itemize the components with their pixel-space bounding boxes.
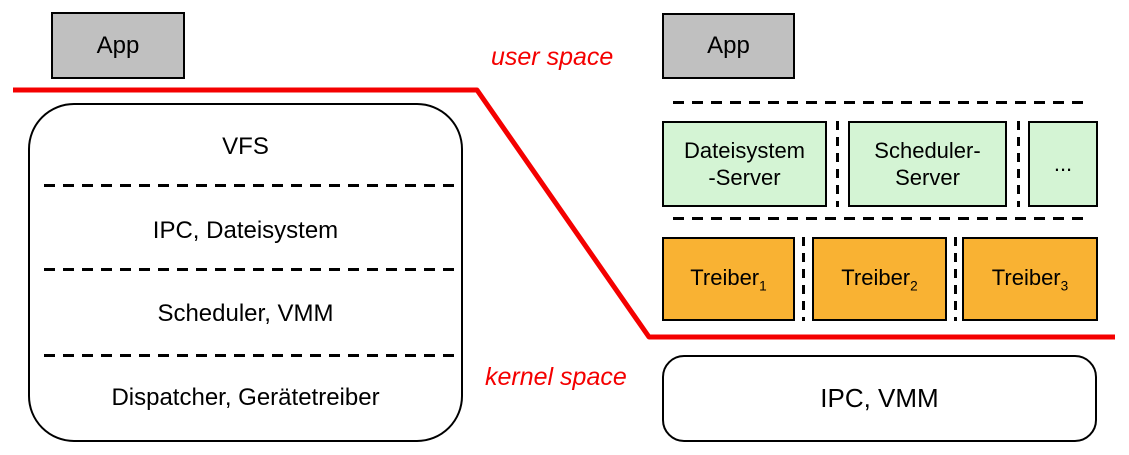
monolithic-kernel-box: VFS IPC, Dateisystem Scheduler, VMM Disp… bbox=[28, 103, 463, 442]
treiber-separator-2 bbox=[954, 237, 957, 321]
more-servers-box: ... bbox=[1028, 121, 1098, 207]
left-separator-2 bbox=[44, 268, 456, 271]
layer-scheduler-vmm: Scheduler, VMM bbox=[157, 273, 333, 357]
app-box-left: App bbox=[51, 12, 185, 79]
left-separator-1 bbox=[44, 184, 456, 187]
scheduler-server-box: Scheduler- Server bbox=[848, 121, 1007, 207]
app-box-right: App bbox=[662, 13, 795, 79]
dateisystem-server-box: Dateisystem -Server bbox=[662, 121, 827, 207]
layer-ipc-dateisystem-label: IPC, Dateisystem bbox=[152, 216, 339, 244]
left-separator-3 bbox=[44, 354, 456, 357]
layer-scheduler-vmm-label: Scheduler, VMM bbox=[157, 300, 334, 328]
right-separator-top bbox=[673, 101, 1088, 104]
treiber1-box: Treiber1 bbox=[662, 237, 795, 321]
microkernel-box: IPC, VMM bbox=[662, 355, 1097, 442]
layer-vfs-label: VFS bbox=[222, 132, 269, 160]
layer-dispatcher-label: Dispatcher, Gerätetreiber bbox=[111, 384, 380, 412]
app-label-left: App bbox=[96, 31, 140, 59]
dateisystem-server-label: Dateisystem -Server bbox=[683, 137, 806, 191]
more-servers-label: ... bbox=[1053, 151, 1073, 177]
scheduler-server-label: Scheduler- Server bbox=[874, 137, 981, 191]
treiber3-label: Treiber3 bbox=[991, 264, 1069, 294]
layer-dispatcher: Dispatcher, Gerätetreiber bbox=[111, 356, 379, 440]
treiber2-label: Treiber2 bbox=[841, 264, 918, 294]
treiber2-box: Treiber2 bbox=[812, 237, 947, 321]
right-separator-bottom bbox=[673, 217, 1088, 220]
microkernel-label: IPC, VMM bbox=[820, 383, 939, 413]
kernel-space-label: kernel space bbox=[485, 363, 627, 391]
server-separator-2 bbox=[1017, 121, 1020, 207]
treiber1-label: Treiber1 bbox=[690, 264, 767, 294]
layer-ipc-dateisystem: IPC, Dateisystem bbox=[153, 189, 338, 273]
layer-vfs: VFS bbox=[222, 105, 269, 189]
treiber-separator-1 bbox=[802, 237, 805, 321]
app-label-right: App bbox=[707, 32, 750, 59]
treiber3-box: Treiber3 bbox=[962, 237, 1098, 321]
server-separator-1 bbox=[836, 121, 839, 207]
user-space-label: user space bbox=[491, 43, 614, 71]
